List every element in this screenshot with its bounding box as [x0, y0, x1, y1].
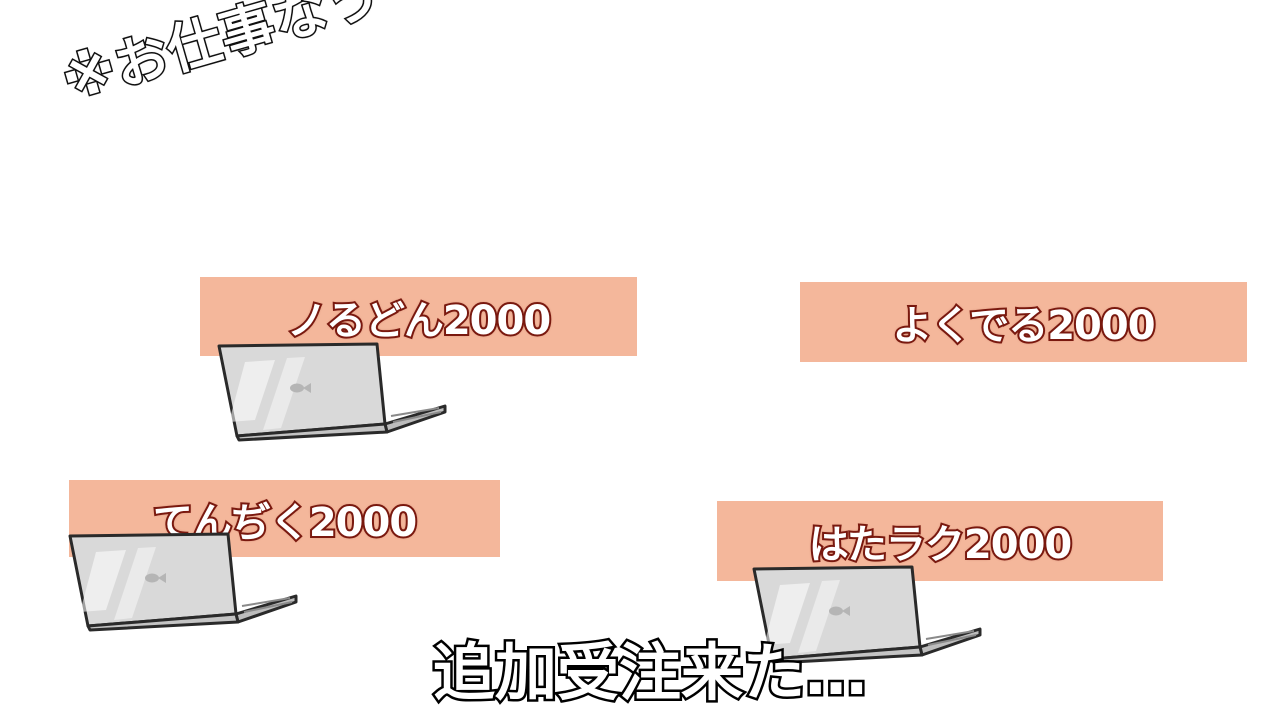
subtitle: 追加受注来た…: [430, 634, 869, 712]
banner-label: ノるどん2000: [285, 296, 553, 346]
banner-norudon: ノるどん2000: [200, 277, 637, 356]
fish-logo-icon: [290, 383, 311, 393]
banner-yokuderu: よくでる2000: [800, 282, 1247, 362]
fish-logo-icon: [145, 573, 166, 583]
laptop-icon: [66, 532, 301, 632]
banner-label: よくでる2000: [890, 301, 1157, 351]
corner-caption: ※お仕事なう: [54, 0, 390, 115]
banner-label: はたラク2000: [807, 520, 1075, 570]
laptop-icon: [215, 342, 450, 442]
fish-logo-icon: [829, 606, 850, 616]
laptop-icon: [750, 565, 985, 665]
